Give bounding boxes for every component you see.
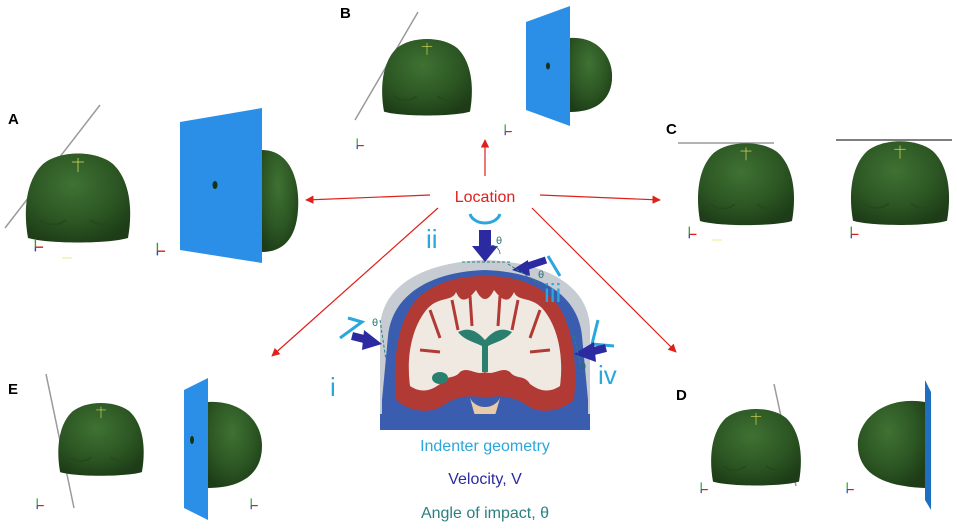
- head-model: [849, 140, 951, 227]
- site-label-ii: ii: [426, 224, 438, 254]
- theta-label: θ: [580, 362, 586, 373]
- indenter-icon: [339, 316, 366, 340]
- arrow-to-d: [531, 207, 677, 353]
- impact-site-iii: θ iii: [507, 255, 562, 308]
- site-label-i: i: [330, 372, 336, 402]
- indenter-icon: [468, 213, 502, 225]
- head-model: [208, 401, 262, 488]
- panel-label-b: B: [340, 5, 351, 22]
- panel-e: E: [8, 373, 262, 520]
- axis-triad-icon: [36, 497, 45, 510]
- theta-label: θ: [372, 318, 378, 329]
- impact-plate: [184, 378, 208, 520]
- velocity-label: Velocity, V: [448, 471, 522, 488]
- theta-label: θ: [538, 270, 544, 281]
- head-model: [262, 150, 299, 252]
- site-label-iv: iv: [598, 360, 617, 390]
- angle-of-impact-label: Angle of impact, θ: [421, 505, 549, 522]
- axis-triad-icon: [504, 123, 513, 136]
- panel-d: D: [676, 380, 931, 510]
- indenter-geometry-label: Indenter geometry: [420, 438, 550, 455]
- impact-plate: [925, 380, 931, 510]
- axis-triad-icon: [846, 481, 855, 494]
- arrow-to-a: [305, 194, 431, 204]
- indenter-icon: [590, 319, 615, 348]
- ventricles: [458, 329, 512, 372]
- site-label-iii: iii: [544, 278, 561, 308]
- axis-triad-icon: [700, 481, 709, 494]
- brain-section: [380, 260, 590, 430]
- axis-triad-icon: [850, 225, 860, 239]
- panel-b: B: [340, 5, 613, 150]
- impact-site-i: θ i: [330, 316, 387, 402]
- panel-label-e: E: [8, 381, 18, 398]
- panel-label-d: D: [676, 387, 687, 404]
- head-model: [57, 402, 145, 477]
- head-model: [570, 37, 613, 112]
- axis-triad-icon: [356, 137, 365, 150]
- location-label: Location: [455, 189, 516, 206]
- impact-plate: [180, 108, 262, 263]
- axis-triad-icon: [156, 242, 166, 257]
- head-model: [381, 38, 473, 117]
- axis-triad-icon: [34, 238, 44, 253]
- head-model: [24, 152, 132, 244]
- impact-site-ii: θ ii: [426, 213, 510, 263]
- panel-c: C: [666, 121, 952, 241]
- indenter-icon: [546, 255, 562, 277]
- head-model: [696, 142, 796, 227]
- arrow-to-c: [539, 194, 661, 204]
- velocity-arrow: [479, 230, 491, 248]
- panel-label-c: C: [666, 121, 677, 138]
- theta-label: θ: [496, 236, 502, 247]
- impact-site-iv: θ iv: [573, 319, 617, 390]
- axis-triad-icon: [250, 497, 259, 510]
- location-arrows: [271, 139, 677, 357]
- panel-a: A: [4, 104, 299, 263]
- panel-label-a: A: [8, 111, 19, 128]
- head-model: [710, 408, 802, 487]
- arrow-to-e: [271, 207, 439, 357]
- axis-triad-icon: [688, 225, 698, 239]
- head-model: [857, 400, 925, 488]
